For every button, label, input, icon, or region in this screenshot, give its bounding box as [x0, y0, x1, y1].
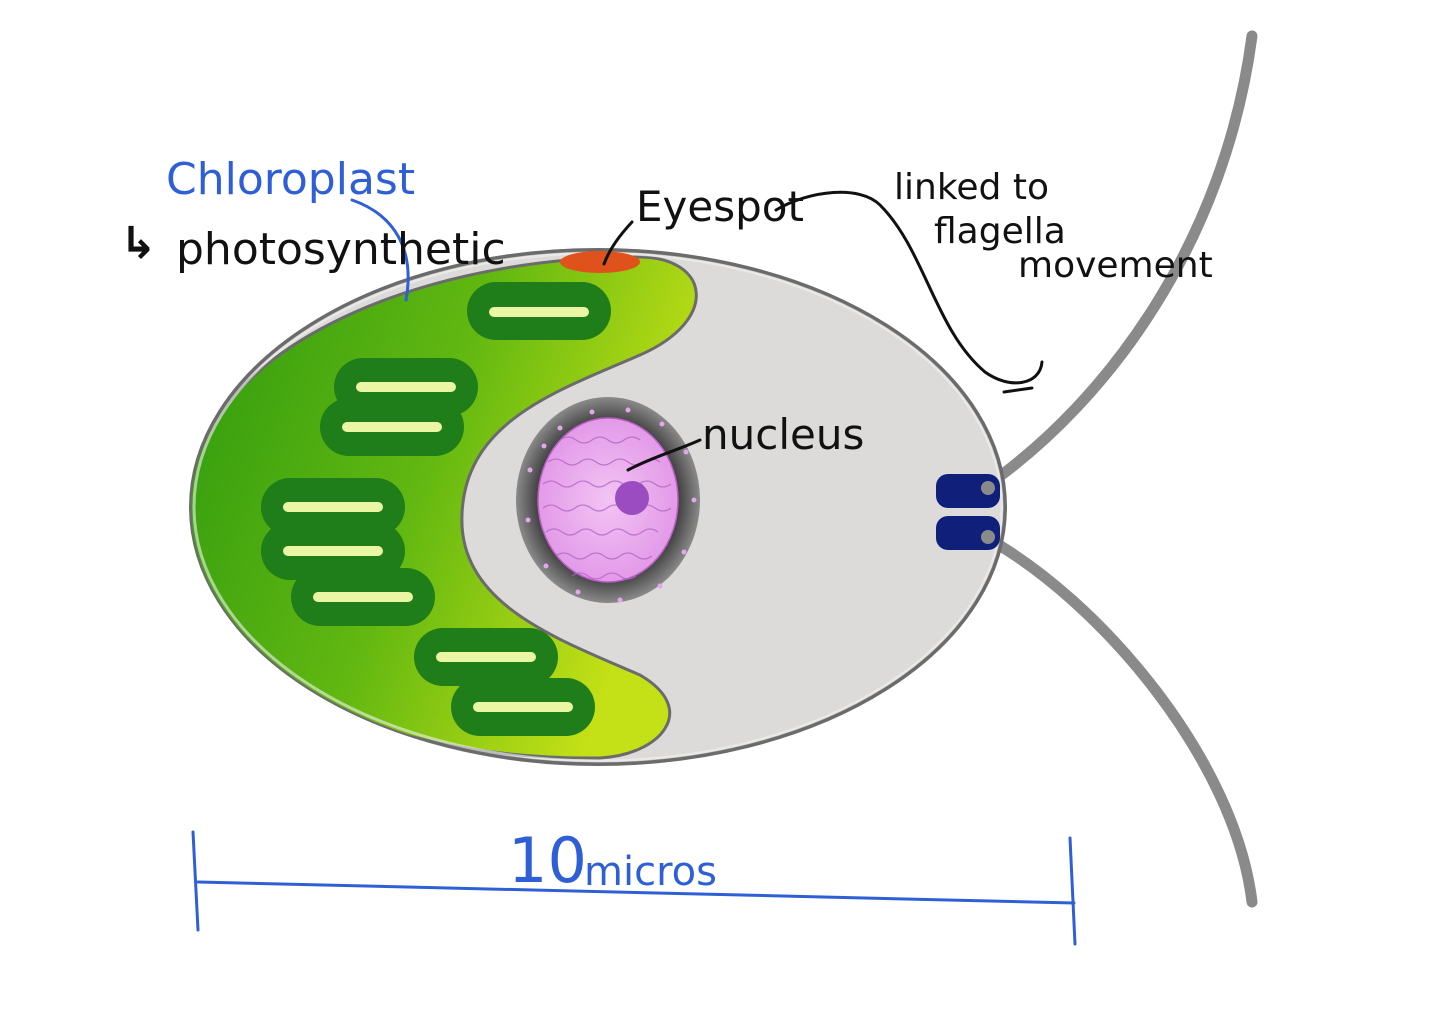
- nuclear-pores: [525, 407, 697, 603]
- thylakoid-lumen: [342, 422, 442, 432]
- chromatin: [542, 436, 672, 580]
- chloroplast-leader: [350, 198, 410, 302]
- thylakoid-lumen: [436, 652, 536, 662]
- thylakoid-lumen: [283, 546, 383, 556]
- nucleus: [516, 397, 700, 603]
- eyespot: [560, 251, 640, 273]
- arrow-icon: ↳: [120, 218, 157, 269]
- eyespot-note-leader: [774, 190, 1044, 385]
- scale-bar-left-tick: [191, 830, 200, 932]
- thylakoid-lumen: [313, 592, 413, 602]
- scale-bar-right-tick: [1068, 836, 1077, 946]
- eyespot-note-line3: movement: [1018, 245, 1213, 286]
- thylakoid-lumen: [473, 702, 573, 712]
- eyespot-note-line1: linked to: [894, 167, 1049, 208]
- flagellum-upper: [979, 30, 1258, 493]
- nucleolus: [615, 481, 649, 515]
- scale-bar: [191, 830, 1077, 946]
- thylakoid-lumen: [489, 307, 589, 317]
- thylakoid-lumen: [356, 382, 456, 392]
- nucleus-leader: [626, 438, 702, 472]
- flagellum-lower: [979, 531, 1258, 908]
- photosynthetic-label: photosynthetic: [176, 224, 506, 275]
- eyespot-note-leader-tick: [1002, 386, 1034, 394]
- eyespot-note-line2: flagella: [934, 211, 1066, 252]
- scale-bar-line: [196, 880, 1076, 905]
- scale-unit-label: micros: [584, 849, 717, 895]
- thylakoid-lumen: [283, 502, 383, 512]
- nucleus-label: nucleus: [702, 410, 865, 459]
- nucleoplasm: [537, 417, 679, 583]
- eyespot-leader: [602, 220, 634, 266]
- thylakoid-group: [261, 282, 611, 736]
- scale-value-label: 10: [508, 824, 587, 897]
- chloroplast-label: Chloroplast: [166, 154, 416, 205]
- eyespot-label: Eyespot: [636, 182, 804, 231]
